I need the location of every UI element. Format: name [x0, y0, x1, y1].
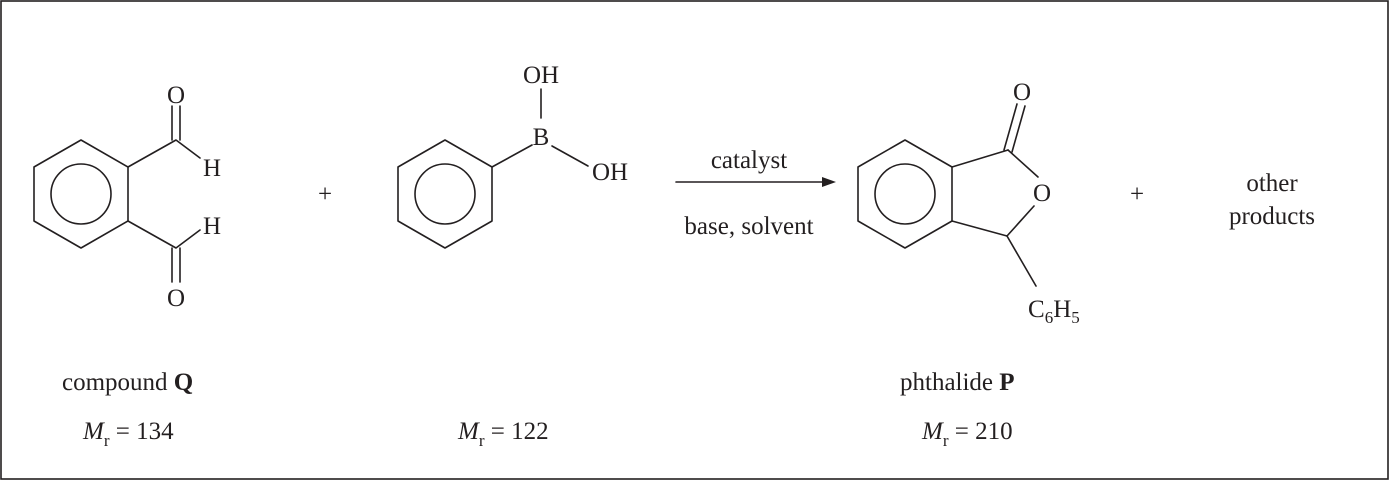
atom-o-ring: O [1033, 180, 1051, 207]
carbonyl-bond-b [1011, 105, 1026, 153]
c-b-bond [491, 144, 533, 168]
compound-q-name: compound Q [62, 369, 193, 396]
aromatic-circle [414, 163, 476, 225]
atom-o-bottom: O [167, 285, 185, 312]
atom-oh-top: OH [523, 62, 559, 89]
plus-sign-2: + [1130, 181, 1144, 208]
aldehyde-bond-bottom [127, 220, 201, 249]
ring-bond-c1 [951, 149, 1009, 168]
compound-q-mass: Mr = 134 [82, 418, 174, 450]
benzene-ring [33, 139, 129, 249]
ring-bond-c3 [951, 220, 1008, 237]
arrow-head [822, 177, 836, 187]
atom-oh-right: OH [592, 159, 628, 186]
phthalide-p-mass: Mr = 210 [921, 418, 1013, 450]
condition-catalyst: catalyst [711, 147, 787, 174]
condition-base-solvent: base, solvent [684, 213, 813, 240]
compound-q-structure: O H H O [33, 82, 221, 312]
aldehyde-bond-top [127, 139, 201, 168]
atom-o-top: O [167, 82, 185, 109]
substituent-c6h5: C6H5 [1028, 296, 1080, 327]
benzene-ring [397, 139, 493, 249]
ring-bond-c1-o [1007, 149, 1039, 178]
atom-h-top: H [203, 155, 221, 182]
plus-sign-1: + [318, 181, 332, 208]
other-products-line2: products [1229, 203, 1315, 230]
boronic-acid-mass: Mr = 122 [457, 418, 549, 450]
atom-o-carbonyl: O [1013, 79, 1031, 106]
ring-bond-o-c3 [1006, 205, 1035, 237]
aromatic-circle [50, 163, 112, 225]
phthalide-p-name: phthalide P [900, 369, 1015, 396]
benzene-ring [857, 139, 953, 249]
other-products-line1: other [1246, 170, 1298, 197]
phthalide-p-structure: O O C6H5 [857, 79, 1080, 327]
boronic-acid-structure: OH B OH [397, 62, 628, 249]
carbonyl-bond-a [1003, 103, 1018, 151]
atom-boron: B [533, 124, 550, 151]
b-oh-right-bond [551, 145, 589, 167]
atom-h-bottom: H [203, 213, 221, 240]
aromatic-circle [874, 163, 936, 225]
reaction-arrow [675, 177, 836, 187]
substituent-bond [1006, 235, 1037, 287]
